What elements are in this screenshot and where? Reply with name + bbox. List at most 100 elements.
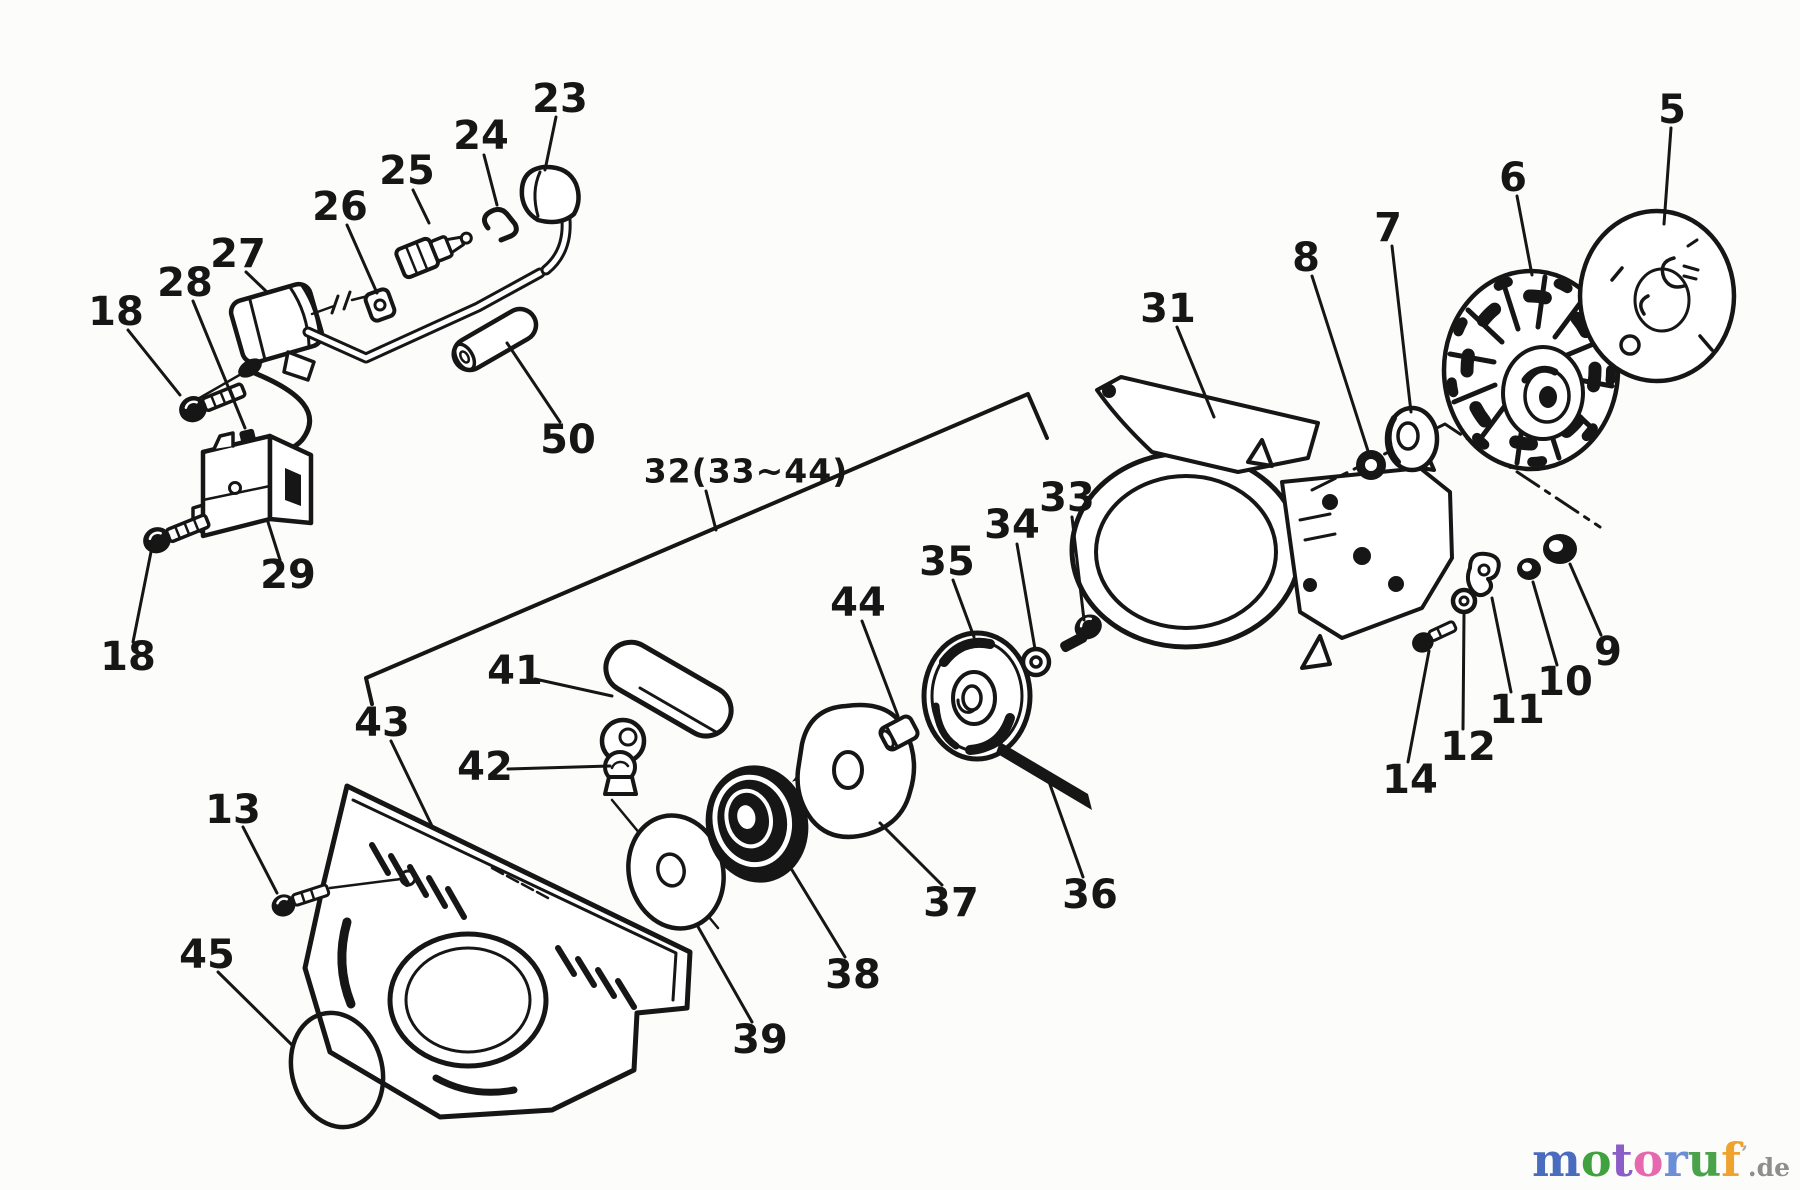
part-23-plug-cap xyxy=(519,164,581,276)
part-12-washer xyxy=(1450,587,1478,615)
callout-leader-34 xyxy=(1015,542,1037,651)
callout-leader-43 xyxy=(389,739,434,828)
part-26-grommet xyxy=(363,287,397,323)
part-33-screw xyxy=(1060,614,1102,653)
part-6-flywheel xyxy=(1441,268,1621,472)
callout-label-9: 9 xyxy=(1594,629,1622,675)
callout-leader-44 xyxy=(860,619,900,718)
callout-label-45: 45 xyxy=(179,932,235,978)
watermark-letter: u xyxy=(1688,1133,1721,1187)
part-31-fan-housing xyxy=(1069,375,1454,670)
watermark-letter: o xyxy=(1633,1133,1664,1187)
watermark-letter: o xyxy=(1581,1133,1612,1187)
callout-leader-7 xyxy=(1390,244,1413,414)
part-14-screw xyxy=(1412,620,1458,653)
part-24-clip xyxy=(482,206,519,243)
callout-label-33: 33 xyxy=(1039,475,1095,521)
callout-label-7: 7 xyxy=(1374,205,1402,251)
callout-label-32-group: 32(33~44) xyxy=(644,452,849,491)
callout-leader-41 xyxy=(533,677,614,698)
callout-leader-10 xyxy=(1531,580,1559,667)
callout-label-14: 14 xyxy=(1382,757,1438,803)
callout-label-36: 36 xyxy=(1062,872,1118,918)
part-13-screw xyxy=(271,883,331,917)
callout-label-44: 44 xyxy=(830,580,886,626)
part-5-starter-plate xyxy=(1577,208,1737,384)
watermark-suffix: .de xyxy=(1748,1153,1790,1182)
callout-label-25: 25 xyxy=(379,148,435,194)
callout-leader-36 xyxy=(1046,777,1085,879)
part-8-nut xyxy=(1356,450,1386,480)
bracket-line xyxy=(364,392,1049,706)
watermark-letter: f xyxy=(1721,1133,1744,1187)
callout-label-35: 35 xyxy=(919,539,975,585)
callout-leader-39 xyxy=(695,923,754,1024)
callout-label-10: 10 xyxy=(1537,659,1593,705)
callout-label-18: 18 xyxy=(100,634,156,680)
callout-leader-37 xyxy=(878,821,944,887)
part-50-tube xyxy=(451,306,539,373)
bracket-label-leader xyxy=(704,489,718,532)
part-18-screw-bottom xyxy=(143,513,211,554)
callout-leader-38 xyxy=(790,868,847,959)
part-7-washer xyxy=(1384,405,1440,473)
callout-leader-6 xyxy=(1515,194,1534,277)
part-29-ignition-module xyxy=(191,431,314,539)
callout-leader-8 xyxy=(1310,274,1370,453)
callout-label-29: 29 xyxy=(260,552,316,598)
callout-label-31: 31 xyxy=(1140,286,1196,332)
part-44-bushing xyxy=(878,714,920,752)
callout-leader-27 xyxy=(244,270,270,295)
callout-leader-28 xyxy=(191,299,247,430)
callout-label-26: 26 xyxy=(312,184,368,230)
callout-leader-26 xyxy=(345,223,379,295)
part-34-washer xyxy=(1020,646,1052,678)
callout-label-43: 43 xyxy=(354,700,410,746)
part-35-starter-pulley xyxy=(921,630,1033,762)
callout-leader-23 xyxy=(543,115,558,172)
part-9-collar xyxy=(1543,534,1577,564)
callout-leader-33 xyxy=(1070,515,1086,622)
callout-label-28: 28 xyxy=(157,260,213,306)
callout-label-50: 50 xyxy=(540,417,596,463)
callout-label-8: 8 xyxy=(1292,235,1320,281)
callout-leader-9 xyxy=(1568,562,1603,637)
callout-label-27: 27 xyxy=(210,231,266,277)
callout-leader-18 xyxy=(126,328,182,397)
part-41-starter-handle xyxy=(599,639,734,765)
callout-label-6: 6 xyxy=(1499,155,1527,201)
part-25-spark-plug xyxy=(394,231,473,280)
callout-label-23: 23 xyxy=(532,76,588,122)
callout-label-38: 38 xyxy=(825,952,881,998)
callout-label-18: 18 xyxy=(88,289,144,335)
callout-label-37: 37 xyxy=(923,880,979,926)
watermark-letter: m xyxy=(1532,1133,1581,1187)
callout-leader-24 xyxy=(482,153,499,207)
callout-label-11: 11 xyxy=(1489,687,1545,733)
part-11-pawl xyxy=(1465,551,1501,597)
callout-label-12: 12 xyxy=(1440,724,1496,770)
callout-leader-31 xyxy=(1175,325,1216,419)
callout-label-41: 41 xyxy=(487,648,543,694)
callout-leader-42 xyxy=(506,764,612,771)
callout-leader-35 xyxy=(951,578,976,639)
housing-louvers xyxy=(369,842,637,1010)
callout-leader-12 xyxy=(1461,612,1466,731)
watermark-letter: t xyxy=(1612,1133,1634,1187)
callout-label-39: 39 xyxy=(732,1017,788,1063)
callout-leader-18 xyxy=(131,545,154,644)
callout-label-42: 42 xyxy=(457,744,513,790)
callout-leader-29 xyxy=(266,520,282,562)
part-18-screw-top xyxy=(179,382,247,423)
motoruf-watermark: motoruf’.de xyxy=(1532,1133,1790,1187)
callout-label-5: 5 xyxy=(1658,87,1686,133)
part-43-starter-housing xyxy=(302,783,693,1120)
part-38-spring-case xyxy=(705,765,814,883)
callout-label-34: 34 xyxy=(984,502,1040,548)
callout-leader-50 xyxy=(505,341,562,424)
callout-leader-14 xyxy=(1406,649,1431,764)
part-10-washer xyxy=(1517,558,1541,580)
